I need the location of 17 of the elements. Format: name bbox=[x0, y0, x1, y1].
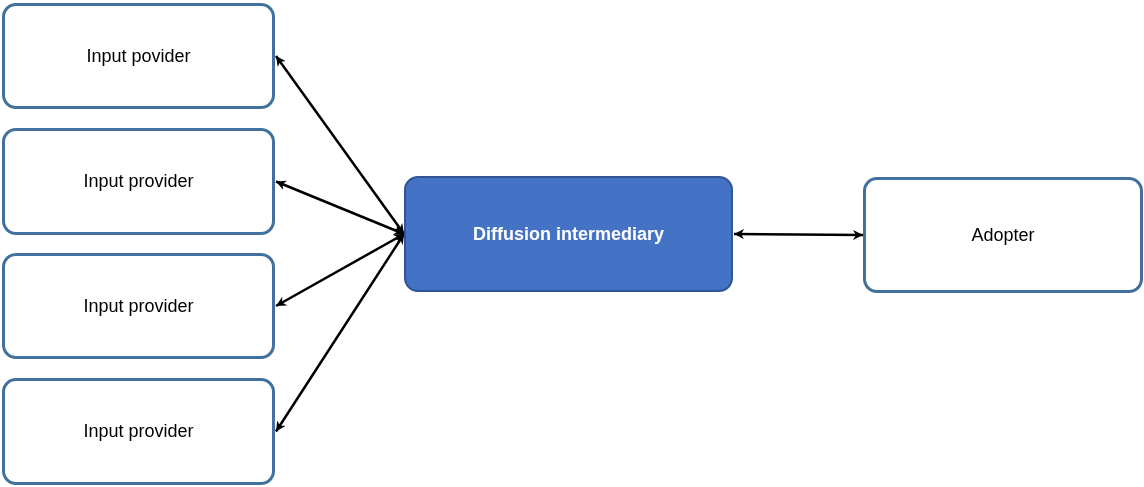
process-box bbox=[2, 378, 275, 485]
node-label: Adopter bbox=[971, 224, 1035, 246]
double-arrow bbox=[275, 180, 405, 236]
node-label: Diffusion intermediary bbox=[473, 223, 664, 245]
node-label: Input provider bbox=[83, 171, 194, 192]
process-box bbox=[2, 128, 275, 235]
node-label: Input provider bbox=[83, 295, 194, 317]
hub-box bbox=[404, 176, 733, 292]
double-arrow bbox=[275, 55, 405, 235]
node-label: Input povider bbox=[86, 45, 191, 67]
double-arrow bbox=[275, 232, 405, 308]
double-arrow bbox=[734, 229, 863, 240]
process-box bbox=[2, 253, 275, 359]
process-box bbox=[863, 177, 1143, 293]
double-arrow bbox=[274, 233, 406, 433]
process-box bbox=[2, 3, 275, 109]
node-label: Input provider bbox=[83, 421, 194, 442]
